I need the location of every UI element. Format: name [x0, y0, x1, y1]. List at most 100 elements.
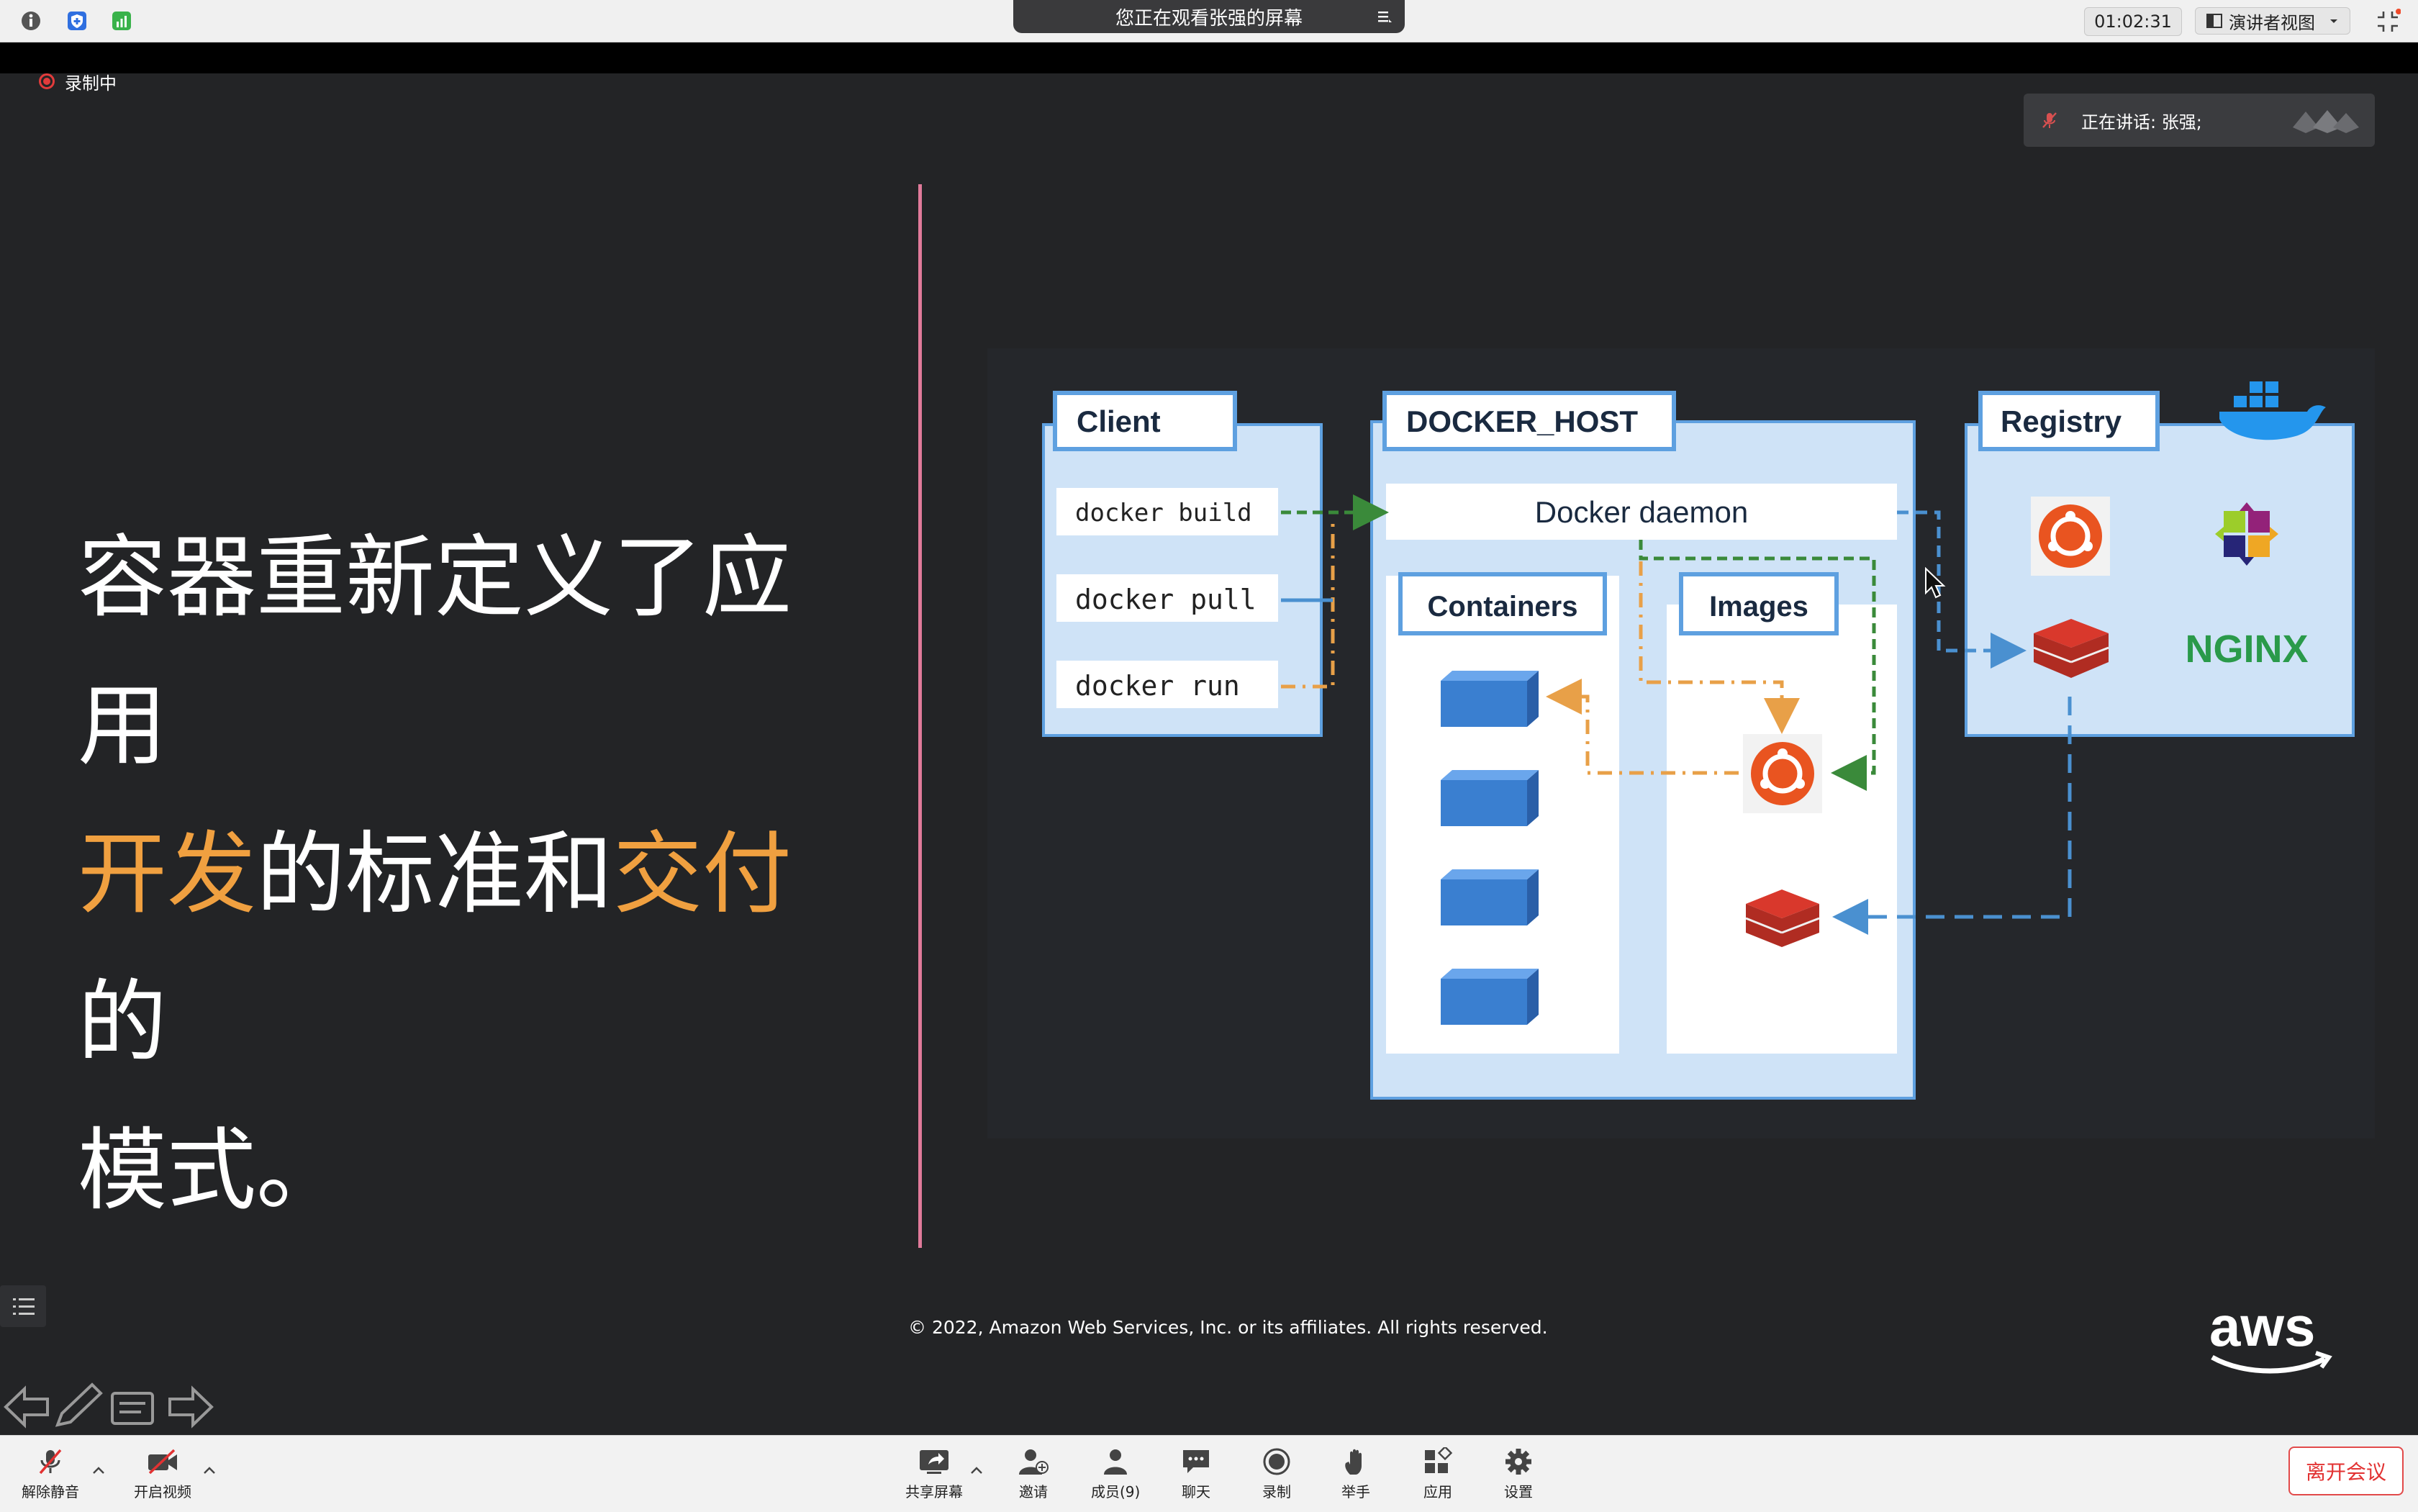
mouse-cursor-icon — [1925, 567, 1946, 599]
slide-heading-line2: 开发的标准和交付的 — [78, 800, 869, 1097]
centos-icon — [2215, 502, 2278, 566]
info-icon[interactable] — [17, 7, 45, 35]
slide-heading-line2-end: 的 — [78, 971, 168, 1074]
slide-heading-line2-mid: 的标准和 — [256, 823, 614, 926]
images-title-box — [1679, 572, 1839, 635]
recording-indicator: 录制中 — [39, 71, 117, 94]
slide-heading: 容器重新定义了应用 开发的标准和交付的 模式。 — [78, 504, 869, 1245]
raise-hand-icon — [1345, 1449, 1362, 1475]
chevron-up-icon[interactable] — [970, 1466, 983, 1475]
slide-heading-line1: 容器重新定义了应用 — [78, 526, 792, 778]
cmd-build: docker build — [1075, 499, 1252, 528]
cmd-pull: docker pull — [1075, 584, 1256, 615]
next-slide-icon[interactable] — [168, 1385, 214, 1429]
copyright-text: © 2022, Amazon Web Services, Inc. or its… — [908, 1317, 1548, 1338]
list-icon — [13, 1298, 35, 1315]
chevron-up-icon[interactable] — [203, 1466, 216, 1475]
slide-divider — [918, 184, 922, 1248]
speaking-label: 正在讲话: 张强; — [2081, 112, 2202, 132]
settings-label: 设置 — [1504, 1483, 1533, 1500]
raise-hand-button[interactable]: 举手 — [1341, 1447, 1370, 1501]
registry-redis-icon — [2033, 619, 2109, 678]
banner-menu-icon[interactable] — [1375, 6, 1395, 27]
meeting-timer: 01:02:31 — [2084, 7, 2182, 36]
members-icon — [1104, 1449, 1128, 1475]
record-label: 录制 — [1262, 1483, 1291, 1500]
docker-daemon-box — [1386, 484, 1897, 540]
recording-dot-icon — [39, 73, 55, 89]
top-bar: 您正在观看张强的屏幕 01:02:31 演讲者视图 — [0, 0, 2418, 42]
active-speaker-panel: 正在讲话: 张强; — [2024, 94, 2375, 147]
share-screen-label: 共享屏幕 — [905, 1483, 963, 1500]
members-label: 成员(9) — [1091, 1483, 1141, 1500]
leave-meeting-button[interactable]: 离开会议 — [2288, 1447, 2404, 1495]
start-video-button[interactable]: 开启视频 — [134, 1447, 191, 1501]
highlight-delivery: 交付 — [613, 823, 792, 926]
cmd-run-box — [1056, 661, 1278, 708]
muted-mic-icon — [39, 1449, 62, 1475]
cmd-pull-box — [1056, 574, 1278, 622]
cmd-build-box — [1056, 488, 1278, 535]
aws-logo: aws — [2209, 1295, 2332, 1374]
docker-host-title: DOCKER_HOST — [1406, 404, 1638, 438]
viewing-screen-banner: 您正在观看张强的屏幕 — [1013, 0, 1405, 33]
cmd-run: docker run — [1075, 670, 1240, 702]
record-icon — [1263, 1448, 1290, 1475]
invite-button[interactable]: 邀请 — [1018, 1447, 1049, 1501]
unmute-label: 解除静音 — [22, 1483, 79, 1500]
start-video-label: 开启视频 — [134, 1483, 191, 1500]
share-screen-icon — [920, 1450, 948, 1474]
run-container-arrow — [1546, 679, 1739, 775]
view-mode-icon — [2206, 14, 2222, 28]
apps-label: 应用 — [1423, 1483, 1452, 1500]
svg-text:aws: aws — [2209, 1295, 2315, 1358]
build-image-arrow — [1639, 540, 1876, 791]
share-screen-button[interactable]: 共享屏幕 — [905, 1447, 963, 1501]
containers-title-box — [1398, 572, 1607, 635]
exit-fullscreen-icon[interactable] — [2375, 9, 2401, 35]
apps-icon — [1425, 1447, 1453, 1473]
container-cube-4 — [1441, 969, 1539, 1025]
highlight-development: 开发 — [78, 823, 257, 926]
record-button[interactable]: 录制 — [1261, 1447, 1292, 1501]
network-stats-icon[interactable] — [108, 7, 135, 35]
video-off-icon — [148, 1449, 177, 1475]
chevron-up-icon[interactable] — [92, 1466, 105, 1475]
docker-daemon-label: Docker daemon — [1535, 495, 1748, 529]
security-shield-icon[interactable] — [63, 7, 91, 35]
pen-icon[interactable] — [55, 1382, 103, 1427]
pull-image-arrow — [1832, 697, 2072, 935]
redis-image-icon — [1745, 889, 1820, 947]
apps-button[interactable]: 应用 — [1422, 1447, 1454, 1501]
ubuntu-image-icon — [1743, 734, 1822, 813]
meeting-toolbar: 解除静音 开启视频 共享屏幕 邀请 成员(9) 聊天 录制 举手 应用 — [0, 1435, 2418, 1512]
run-arrow — [1281, 521, 1335, 689]
view-mode-dropdown[interactable]: 演讲者视图 — [2195, 7, 2350, 35]
chat-button[interactable]: 聊天 — [1180, 1447, 1212, 1501]
registry-title-box — [1978, 391, 2160, 451]
containers-title: Containers — [1428, 591, 1578, 623]
chevron-down-icon — [2330, 19, 2337, 23]
nginx-logo: NGINX — [2185, 628, 2308, 671]
slide-navigation — [3, 1382, 219, 1432]
slide-outline-button[interactable] — [0, 1285, 46, 1327]
settings-button[interactable]: 设置 — [1503, 1447, 1534, 1501]
container-cube-1 — [1441, 671, 1539, 727]
daemon-registry-arrow — [1897, 510, 2027, 669]
raise-hand-label: 举手 — [1341, 1483, 1370, 1500]
unmute-button[interactable]: 解除静音 — [22, 1447, 79, 1501]
registry-box — [1965, 423, 2355, 737]
previous-slide-icon[interactable] — [4, 1385, 49, 1429]
notes-icon[interactable] — [111, 1392, 154, 1425]
container-cube-2 — [1441, 770, 1539, 826]
banner-text: 您正在观看张强的屏幕 — [1115, 7, 1303, 30]
members-button[interactable]: 成员(9) — [1091, 1447, 1140, 1501]
container-cube-3 — [1441, 869, 1539, 925]
docker-whale-icon — [2219, 381, 2326, 440]
invite-label: 邀请 — [1019, 1483, 1048, 1500]
registry-ubuntu-icon — [2031, 497, 2110, 576]
client-title: Client — [1077, 404, 1161, 438]
muted-mic-icon — [2042, 112, 2057, 128]
client-title-box — [1053, 391, 1237, 451]
